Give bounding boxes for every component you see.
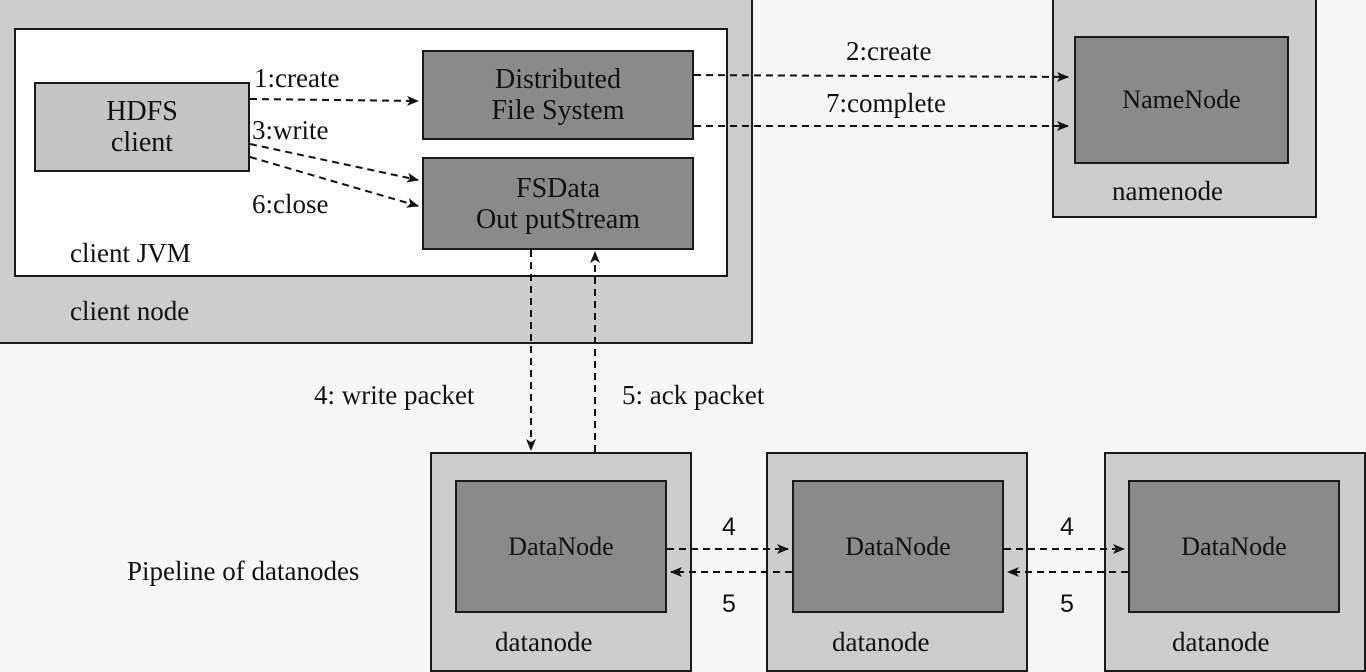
hdfs-client: HDFS client: [34, 82, 250, 172]
label-3-write: 3:write: [252, 115, 329, 145]
arrow-2-create: [693, 71, 1069, 82]
label-7-complete: 7:complete: [826, 88, 946, 118]
arrow-6-close: [249, 156, 419, 208]
datanode-3: DataNode: [1128, 480, 1340, 613]
label-5-ack-packet: 5: ack packet: [622, 380, 765, 410]
hdfs-client-label: HDFS client: [106, 96, 178, 158]
datanode-1-label: DataNode: [508, 531, 614, 561]
namenode-label: NameNode: [1122, 85, 1241, 114]
datanode-1: DataNode: [455, 480, 667, 613]
fsdata-output-stream-label: FSData Out putStream: [475, 172, 641, 235]
datanode-host-2-label: datanode: [832, 627, 930, 657]
label-pipeline-4a: 4: [722, 513, 736, 541]
pipeline-label: Pipeline of datanodes: [127, 556, 360, 586]
label-pipeline-5b: 5: [1060, 590, 1074, 618]
client-jvm-label: client JVM: [70, 238, 191, 268]
distributed-file-system: Distributed File System: [422, 50, 694, 140]
distributed-file-system-label: Distributed File System: [491, 64, 625, 126]
client-node-label: client node: [70, 296, 190, 326]
namenode-host-label: namenode: [1112, 176, 1223, 206]
label-6-close: 6:close: [252, 189, 329, 219]
datanode-2-label: DataNode: [845, 531, 951, 561]
label-pipeline-5a: 5: [722, 590, 736, 618]
fsdata-output-stream: FSData Out putStream: [422, 157, 694, 250]
datanode-3-label: DataNode: [1181, 531, 1287, 561]
datanode-host-1-label: datanode: [495, 627, 593, 657]
datanode-host-3-label: datanode: [1172, 627, 1270, 657]
namenode: NameNode: [1074, 36, 1289, 164]
label-2-create: 2:create: [846, 36, 932, 66]
datanode-2: DataNode: [792, 480, 1004, 613]
label-1-create: 1:create: [254, 63, 340, 93]
arrow-1-create: [249, 95, 419, 106]
label-4-write-packet: 4: write packet: [314, 380, 475, 410]
arrow-3-write: [249, 143, 419, 183]
label-pipeline-4b: 4: [1060, 513, 1074, 541]
